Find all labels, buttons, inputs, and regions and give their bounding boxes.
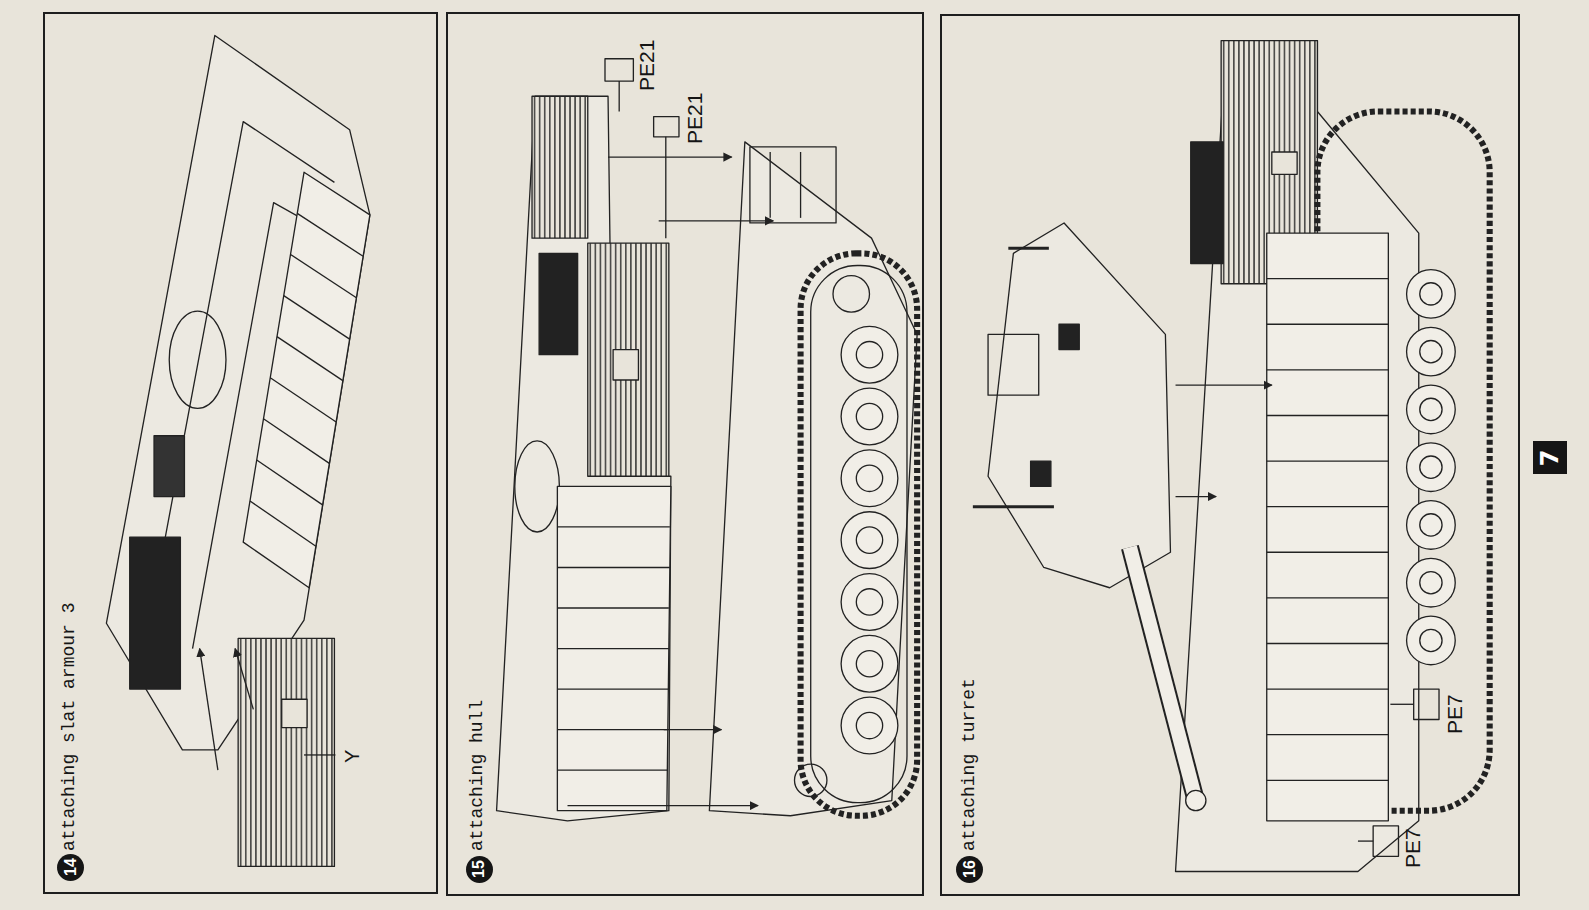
part-code: PE21 [635,40,659,91]
step-heading: attaching hull [467,700,488,851]
step-panel: attaching hull [446,12,924,896]
step-heading: attaching turret [959,678,980,851]
step-number-circle: 14 [57,854,84,881]
page-number-box: 7 [1533,441,1566,474]
page-number: 7 [1536,449,1564,466]
step-panel: attaching turret [940,14,1520,896]
step-number: 15 [470,861,488,879]
part-code: PE7 [1401,829,1425,869]
step-heading: attaching slat armour 3 [59,603,80,851]
part-code: PE7 [1443,694,1467,734]
step-number-circle: 16 [956,856,983,883]
step-number: 14 [62,859,80,877]
part-letter: Y [341,750,364,763]
step-number-circle: 15 [466,856,493,883]
step-panel: attaching slat armour 3 [43,12,438,894]
part-code: PE21 [683,93,707,144]
step-number: 16 [961,861,979,879]
